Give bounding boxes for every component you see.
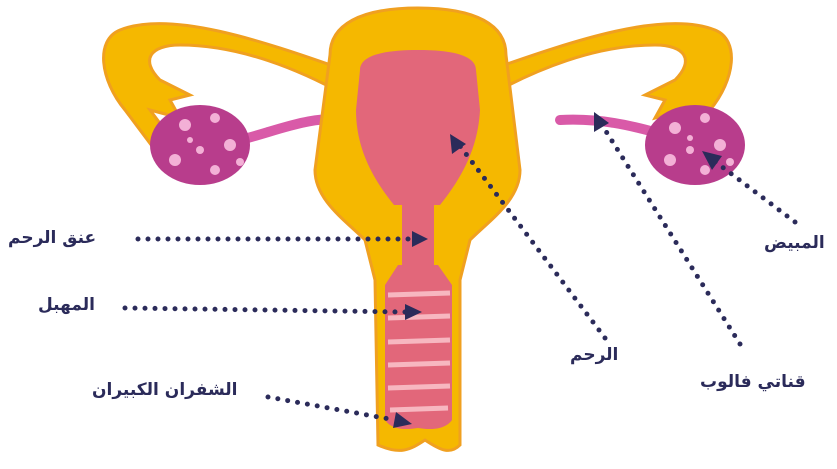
label-fallopian-tube: قناتي فالوب: [700, 372, 806, 392]
label-vagina: المهبل: [38, 295, 95, 315]
vagina-arrow-line: [125, 308, 405, 312]
label-cervix: عنق الرحم: [8, 228, 96, 248]
label-ovary: المبيض: [764, 233, 825, 253]
label-labia-majora: الشفران الكبيران: [92, 380, 237, 400]
vaginal-canal: [385, 265, 452, 429]
label-uterus: الرحم: [570, 345, 618, 365]
fallopian-arrowhead: [594, 112, 609, 132]
